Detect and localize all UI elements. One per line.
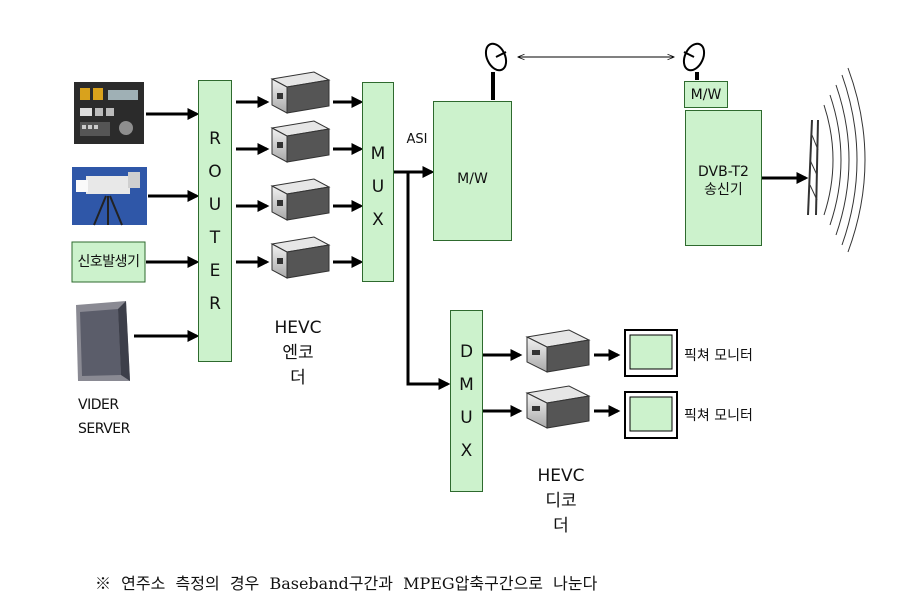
router-letter: R xyxy=(209,129,221,149)
dmux-letter: U xyxy=(460,408,473,428)
router-letter: U xyxy=(208,195,222,215)
encoder-unit-icon xyxy=(270,71,331,114)
dmux-letter: M xyxy=(459,375,474,395)
footnote: ※ 연주소 측정의 경우 Baseband구간과 MPEG압축구간으로 나눈다 xyxy=(95,574,598,593)
dmux-label: D M U X xyxy=(451,336,482,468)
asi-label: ASI xyxy=(406,132,428,147)
mw-main-box: M/W xyxy=(433,101,512,241)
mux-box: M U X xyxy=(362,82,394,282)
dmux-letter: D xyxy=(459,342,474,362)
signal-generator-box xyxy=(71,241,146,283)
dmux-box: D M U X xyxy=(450,310,483,492)
encoder-caption: HEVC 엔코 더 xyxy=(262,316,334,391)
monitor-label: 픽쳐 모니터 xyxy=(684,408,753,424)
mux-letter: U xyxy=(371,177,385,197)
transmitter-box: DVB-T2 송신기 xyxy=(685,110,762,246)
mux-output-lines xyxy=(394,166,451,390)
router-letter: T xyxy=(209,228,221,248)
monitor-icon xyxy=(624,329,678,377)
dmux-letter: X xyxy=(460,441,473,461)
decoder-unit-icon xyxy=(525,385,591,429)
encoder-caption-line2: 엔코 xyxy=(282,343,314,363)
satellite-dish-icon xyxy=(484,42,508,100)
decoder-caption-line1: HEVC xyxy=(537,466,585,486)
signal-generator-label: 신호발생기 xyxy=(77,254,140,270)
encoder-caption-line3: 더 xyxy=(290,368,306,388)
camera-icon xyxy=(72,167,147,226)
video-server-label: VIDER SERVER xyxy=(78,393,158,441)
router-letter: O xyxy=(208,162,222,182)
encoder-unit-icon xyxy=(270,120,331,163)
satellite-dish-icon xyxy=(682,42,706,80)
monitor-icon xyxy=(624,391,678,439)
encoder-arrows xyxy=(236,96,364,268)
decoder-arrows xyxy=(482,349,621,417)
antenna-icon xyxy=(807,67,866,253)
decoder-caption-line2: 디코 xyxy=(545,491,577,511)
video-server-label-line1: VIDER xyxy=(78,397,119,413)
source-arrows xyxy=(134,108,200,342)
encoder-unit-icon xyxy=(270,178,331,221)
encoder-unit-icon xyxy=(270,236,331,279)
router-letter: E xyxy=(209,261,221,281)
monitor-label: 픽쳐 모니터 xyxy=(684,348,753,364)
video-server-label-line2: SERVER xyxy=(78,421,130,437)
decoder-caption: HEVC 디코 더 xyxy=(525,464,597,539)
mw-small-label: M/W xyxy=(690,87,722,103)
mux-letter: M xyxy=(370,144,386,164)
control-panel-icon xyxy=(74,82,144,144)
decoder-unit-icon xyxy=(525,329,591,373)
transmitter-label-line1: DVB-T2 xyxy=(698,164,749,180)
router-label: R O U T E R xyxy=(199,123,231,321)
router-letter: R xyxy=(209,294,221,314)
encoder-caption-line1: HEVC xyxy=(274,318,322,338)
transmitter-label: DVB-T2 송신기 xyxy=(686,163,761,199)
decoder-caption-line3: 더 xyxy=(553,516,569,536)
router-box: R O U T E R xyxy=(198,80,232,362)
transmitter-label-line2: 송신기 xyxy=(704,182,743,198)
mw-small-box: M/W xyxy=(684,81,728,108)
mux-label: M U X xyxy=(363,138,393,237)
mw-main-label: M/W xyxy=(457,171,488,187)
video-server-icon xyxy=(76,301,130,381)
mux-letter: X xyxy=(372,210,384,230)
